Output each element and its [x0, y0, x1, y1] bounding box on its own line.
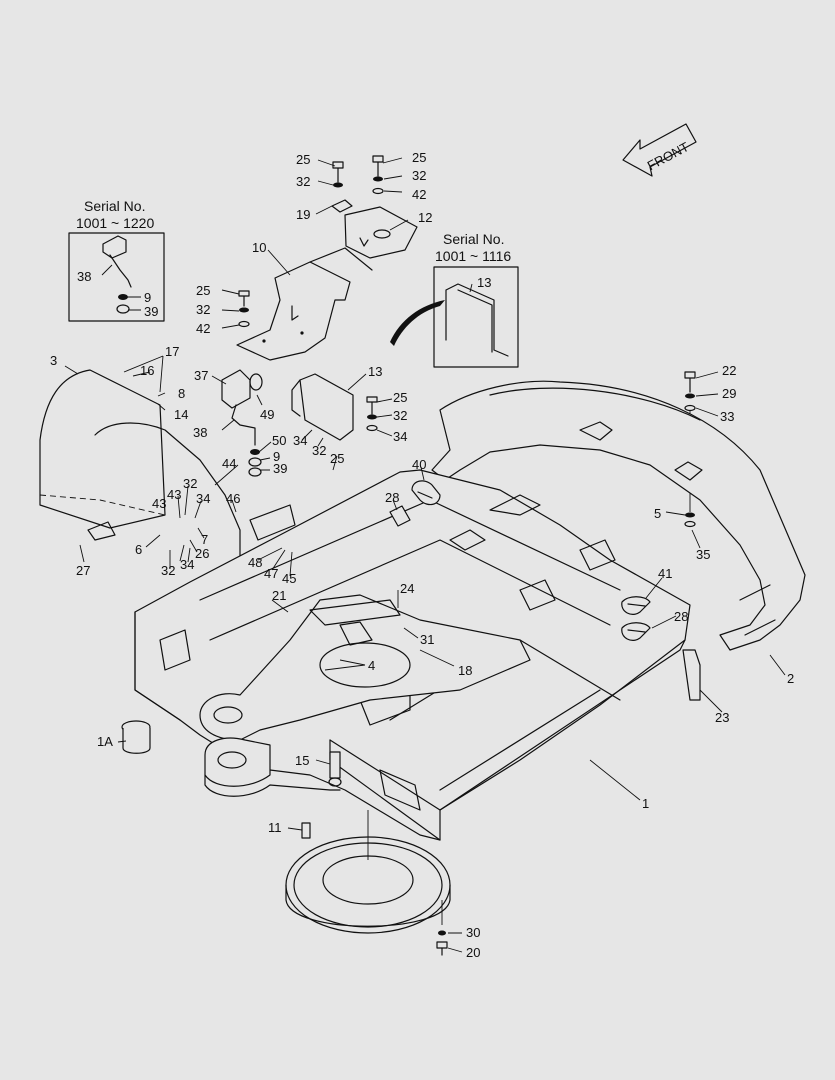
part-label: 6: [135, 542, 142, 557]
part-label: 44: [222, 456, 236, 471]
lever-assembly: [221, 369, 263, 477]
front-arrow: FRONT: [622, 123, 697, 177]
part-label: 41: [658, 566, 672, 581]
bracket-23: [682, 649, 701, 701]
part-label: 13: [368, 364, 382, 379]
part-label: 25: [393, 390, 407, 405]
part-label: 25: [412, 150, 426, 165]
serial-inset-right: Serial No. 1001 ~ 1116: [390, 231, 519, 368]
part-label: 16: [140, 363, 154, 378]
part-label: 32: [183, 476, 197, 491]
part-label: 32: [412, 168, 426, 183]
part-label: 43: [167, 487, 181, 502]
part-label: 40: [412, 457, 426, 472]
serial-range-right: 1001 ~ 1116: [435, 248, 511, 264]
pin-15: [328, 751, 342, 787]
serial-range-left: 1001 ~ 1220: [76, 215, 154, 231]
part-label: 9: [144, 290, 151, 305]
part-label: 49: [260, 407, 274, 422]
bracket-plates: [236, 206, 418, 361]
serial-label-left: Serial No.: [84, 198, 145, 214]
part-label: 27: [76, 563, 90, 578]
part-label: 14: [174, 407, 188, 422]
part-label: 1: [642, 796, 649, 811]
grommets: [389, 480, 651, 641]
part-label: 17: [165, 344, 179, 359]
part-label: 9: [273, 449, 280, 464]
pin-11: [301, 822, 311, 839]
part-label: 34: [180, 557, 194, 572]
part-label: 28: [385, 490, 399, 505]
part-label: 7: [201, 532, 208, 547]
part-label: 3: [50, 353, 57, 368]
part-label: 39: [273, 461, 287, 476]
part-label: 43: [152, 496, 166, 511]
part-labels: 25 32 19 25 32 42 12 10 25 32 42 13 13 3…: [50, 150, 794, 960]
part-label: 32: [296, 174, 310, 189]
part-label: 38: [77, 269, 91, 284]
part-label: 24: [400, 581, 414, 596]
part-label: 20: [466, 945, 480, 960]
part-label: 32: [196, 302, 210, 317]
leader-lines: [64, 157, 786, 953]
part-label: 12: [418, 210, 432, 225]
part-label: 32: [161, 563, 175, 578]
part-label: 34: [293, 433, 307, 448]
bearing-bolts: [436, 900, 448, 956]
counterweight-2: [431, 380, 806, 651]
part-label: 18: [458, 663, 472, 678]
serial-inset-left: Serial No. 1001 ~ 1220: [68, 198, 165, 322]
part-label: 26: [195, 546, 209, 561]
part-label: 33: [720, 409, 734, 424]
part-label: 34: [393, 429, 407, 444]
part-label: 32: [393, 408, 407, 423]
swing-bearing: [285, 810, 451, 934]
swing-bracket: [199, 594, 531, 797]
part-label: 23: [715, 710, 729, 725]
part-label: 50: [272, 433, 286, 448]
part-label: 4: [368, 658, 375, 673]
part-label: 25: [330, 451, 344, 466]
part-label: 32: [312, 443, 326, 458]
part-label: 21: [272, 588, 286, 603]
part-label: 42: [196, 321, 210, 336]
serial-label-right: Serial No.: [443, 231, 504, 247]
part-label: 28: [674, 609, 688, 624]
part-label: 8: [178, 386, 185, 401]
part-label: 1A: [97, 734, 113, 749]
part-label: 46: [226, 491, 240, 506]
part-label: 2: [787, 671, 794, 686]
part-label: 29: [722, 386, 736, 401]
part-label: 47: [264, 566, 278, 581]
part-label: 35: [696, 547, 710, 562]
bushing-1A: [121, 720, 151, 754]
part-label: 38: [193, 425, 207, 440]
bracket-13: [291, 373, 354, 441]
part-label: 39: [144, 304, 158, 319]
part-label: 15: [295, 753, 309, 768]
part-label: 25: [296, 152, 310, 167]
part-label: 42: [412, 187, 426, 202]
part-label: 13: [477, 275, 491, 290]
part-label: 34: [196, 491, 210, 506]
part-label: 22: [722, 363, 736, 378]
part-label: 25: [196, 283, 210, 298]
part-label: 31: [420, 632, 434, 647]
part-label: 48: [248, 555, 262, 570]
part-label: 30: [466, 925, 480, 940]
part-label: 11: [268, 820, 282, 835]
part-label: 10: [252, 240, 266, 255]
tank-cover-3: [39, 369, 241, 581]
part-label: 19: [296, 207, 310, 222]
part-label: 5: [654, 506, 661, 521]
part-label: 45: [282, 571, 296, 586]
part-label: 37: [194, 368, 208, 383]
